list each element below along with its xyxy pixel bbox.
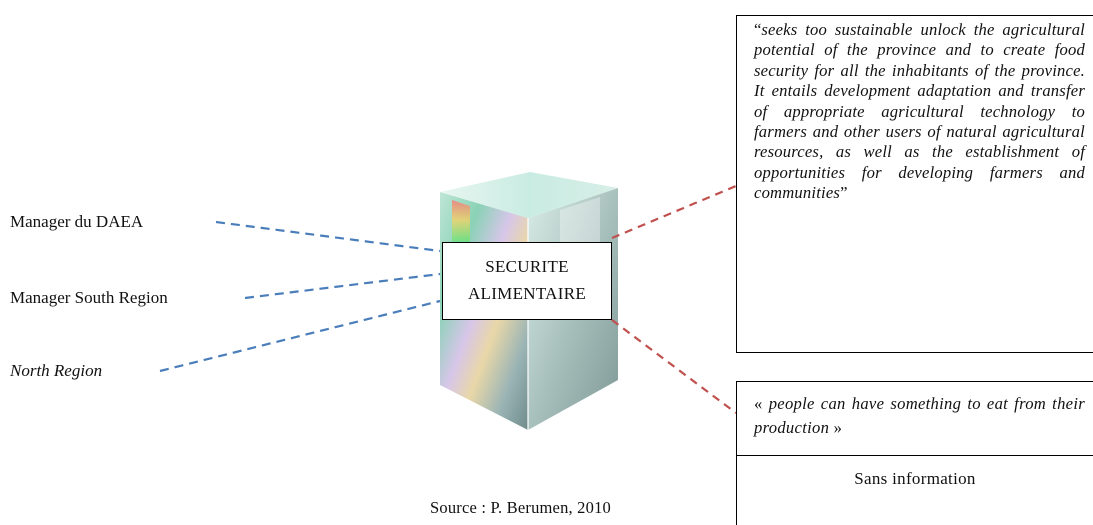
connector-south (244, 272, 441, 300)
guillemet-close: » (829, 418, 843, 437)
source-caption: Source : P. Berumen, 2010 (430, 498, 611, 517)
quote-open-mark: “ (754, 20, 762, 39)
connector-daea (215, 220, 441, 253)
connector-top-quote (611, 184, 737, 240)
quote-close-mark: ” (840, 183, 848, 203)
definition-text-bottom: people can have something to eat from th… (754, 394, 1086, 437)
definition-quote-top: “seeks too sustainable unlock the agricu… (736, 15, 1093, 353)
definition-text-top: seeks too sustainable unlock the agricul… (754, 20, 1085, 203)
connector-bottom-quote (611, 319, 737, 414)
stakeholder-label-daea: Manager du DAEA (10, 212, 144, 231)
definition-text-bottom-wrap: « people can have something to eat from … (737, 382, 1093, 455)
table-divider (737, 455, 1093, 456)
guillemet-open: « (754, 394, 769, 413)
definition-quote-bottom: « people can have something to eat from … (736, 381, 1093, 525)
connector-north (159, 299, 441, 373)
stakeholder-label-north-region: North Region (10, 361, 103, 380)
center-concept-box: SECURITE ALIMENTAIRE (442, 242, 612, 320)
stakeholder-label-south-region: Manager South Region (10, 288, 168, 307)
center-title-line2: ALIMENTAIRE (467, 284, 587, 303)
center-title-line1: SECURITE (485, 257, 569, 276)
no-information-cell: Sans information (854, 469, 976, 488)
